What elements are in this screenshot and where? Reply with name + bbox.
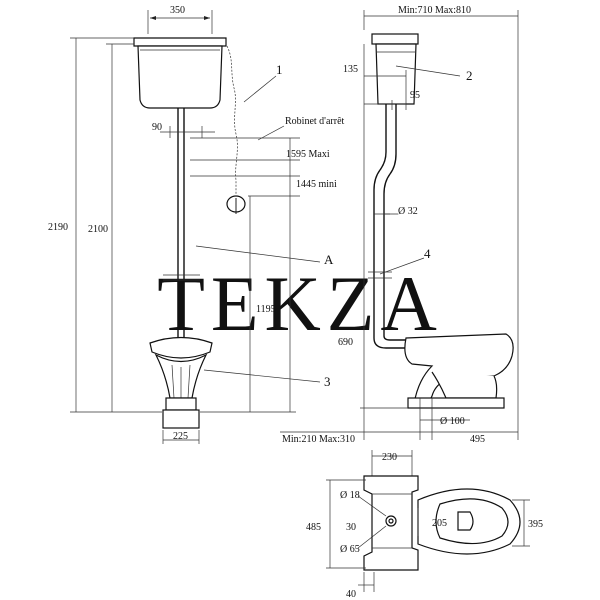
watermark-text: TEKZA	[157, 260, 443, 347]
dim-30: 30	[346, 522, 356, 533]
dim-top-range: Min:710 Max:810	[398, 5, 471, 16]
callout-2: 2	[466, 68, 473, 83]
dim-2100: 2100	[88, 224, 108, 235]
dim-135: 135	[343, 64, 358, 75]
callout-3: 3	[324, 374, 331, 389]
dim-485: 485	[306, 522, 321, 533]
dim-1195: 1195	[256, 304, 276, 315]
dim-tank-width: 350	[170, 5, 185, 16]
dim-1445-min: 1445 mini	[296, 179, 337, 190]
dim-690: 690	[338, 337, 353, 348]
plan-view-drawing	[326, 450, 530, 592]
dim-base-225: 225	[173, 431, 188, 442]
dim-2190: 2190	[48, 222, 68, 233]
dim-hole-65: Ø 65	[340, 544, 360, 555]
dim-230: 230	[382, 452, 397, 463]
callout-4: 4	[424, 246, 431, 261]
dim-1595-max: 1595 Maxi	[286, 149, 330, 160]
dim-95: 95	[410, 90, 420, 101]
side-view-drawing	[280, 10, 519, 440]
callout-1: 1	[276, 62, 283, 77]
callout-A: A	[324, 252, 334, 267]
dim-pipe-100: Ø 100	[440, 416, 465, 427]
dim-495: 495	[470, 434, 485, 445]
dim-40: 40	[346, 589, 356, 600]
dim-205: 205	[432, 518, 447, 529]
dim-bottom-range: Min:210 Max:310	[282, 434, 355, 445]
dim-pipe-32: Ø 32	[398, 206, 418, 217]
dim-395: 395	[528, 519, 543, 530]
dim-90: 90	[152, 122, 162, 133]
valve-label: Robinet d'arrêt	[285, 116, 345, 127]
dim-hole-18: Ø 18	[340, 490, 360, 501]
front-view-drawing	[70, 10, 321, 444]
